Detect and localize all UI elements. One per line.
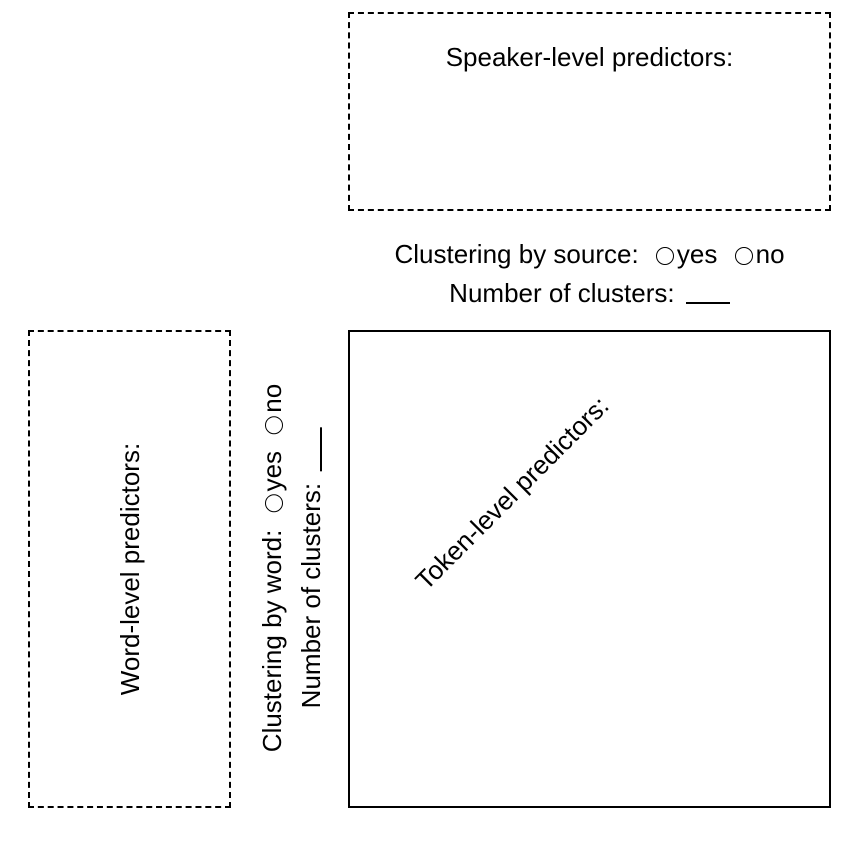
source-yes-radio[interactable] [655,247,674,265]
word-clusters-blank[interactable] [298,427,322,472]
source-clusters-row: Number of clusters: [348,277,831,309]
word-yes-radio[interactable] [265,494,283,513]
speaker-level-predictors-box: Speaker-level predictors: [348,12,831,211]
source-clustering-label: Clustering by source: [394,239,639,269]
source-clusters-blank[interactable] [685,280,730,304]
word-clusters-row: Number of clusters: [295,427,327,709]
word-no-radio[interactable] [265,415,283,434]
word-no-label: no [257,383,287,413]
speaker-level-predictors-title: Speaker-level predictors: [445,42,734,72]
source-no-radio[interactable] [734,247,753,265]
word-level-predictors-title: Word-level predictors: [114,442,145,696]
token-level-predictors-box [348,330,831,808]
word-clustering-label: Clustering by word: [257,529,287,753]
source-yes-label: yes [676,239,718,269]
word-clusters-label: Number of clusters: [296,482,326,709]
source-clusters-label: Number of clusters: [449,278,675,308]
word-level-predictors-box: Word-level predictors: [28,330,231,808]
word-yes-label: yes [257,450,287,492]
source-no-label: no [755,239,785,269]
source-clustering-row: Clustering by source: yes no [348,238,831,270]
word-clustering-row: Clustering by word: yes no [256,384,288,752]
